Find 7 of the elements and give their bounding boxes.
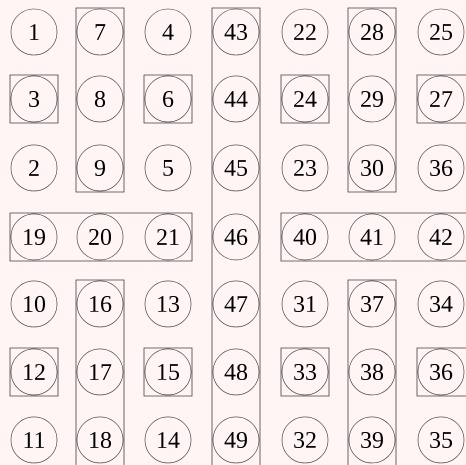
group-frame (348, 280, 396, 465)
group-frame (76, 280, 124, 465)
group-frame (348, 8, 396, 192)
group-frame (212, 8, 260, 465)
group-frame (10, 212, 192, 262)
group-frame (76, 8, 124, 192)
group-frame (280, 212, 466, 262)
